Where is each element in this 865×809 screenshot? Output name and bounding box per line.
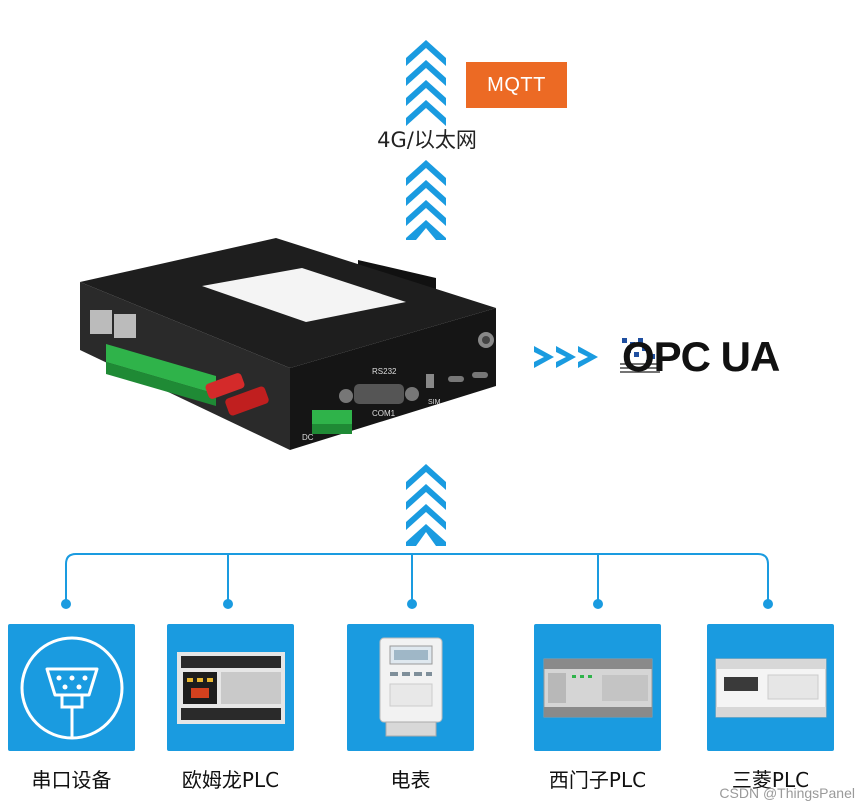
uplink-arrows xyxy=(406,40,446,240)
mitsubishi-plc-label: 三菱PLC xyxy=(731,768,810,792)
mqtt-badge: MQTT xyxy=(466,62,567,108)
omron-plc-card xyxy=(167,624,294,751)
siemens-plc-card xyxy=(534,624,661,751)
omron-plc-photo xyxy=(176,651,285,724)
mitsubishi-plc-photo xyxy=(715,658,826,717)
serial-port-icon xyxy=(20,636,123,739)
siemens-plc-label: 西门子PLC xyxy=(548,768,647,792)
gateway-device: RS232 COM1 SIM DC xyxy=(80,238,496,450)
dc-label: DC xyxy=(302,433,314,442)
device-bus-lines xyxy=(61,553,773,609)
mitsubishi-plc-card xyxy=(707,624,834,751)
opc-ua-logo-text: OPC UA xyxy=(622,333,780,380)
rs232-label: RS232 xyxy=(372,367,397,376)
serial-device-label: 串口设备 xyxy=(31,768,112,792)
device-uplink-arrows xyxy=(406,464,446,546)
sim-label: SIM xyxy=(428,399,441,406)
com1-label: COM1 xyxy=(372,409,396,418)
network-label: 4G/以太网 xyxy=(377,128,477,152)
opc-ua-logo-graphic xyxy=(620,338,660,373)
watermark: CSDN @ThingsPanel xyxy=(719,785,855,801)
siemens-plc-photo xyxy=(543,658,652,717)
meter-card xyxy=(347,624,474,751)
omron-plc-label: 欧姆龙PLC xyxy=(181,768,280,792)
meter-label: 电表 xyxy=(390,768,431,792)
electric-meter-photo xyxy=(379,637,442,736)
output-arrows xyxy=(534,346,598,368)
serial-device-card xyxy=(8,624,135,751)
